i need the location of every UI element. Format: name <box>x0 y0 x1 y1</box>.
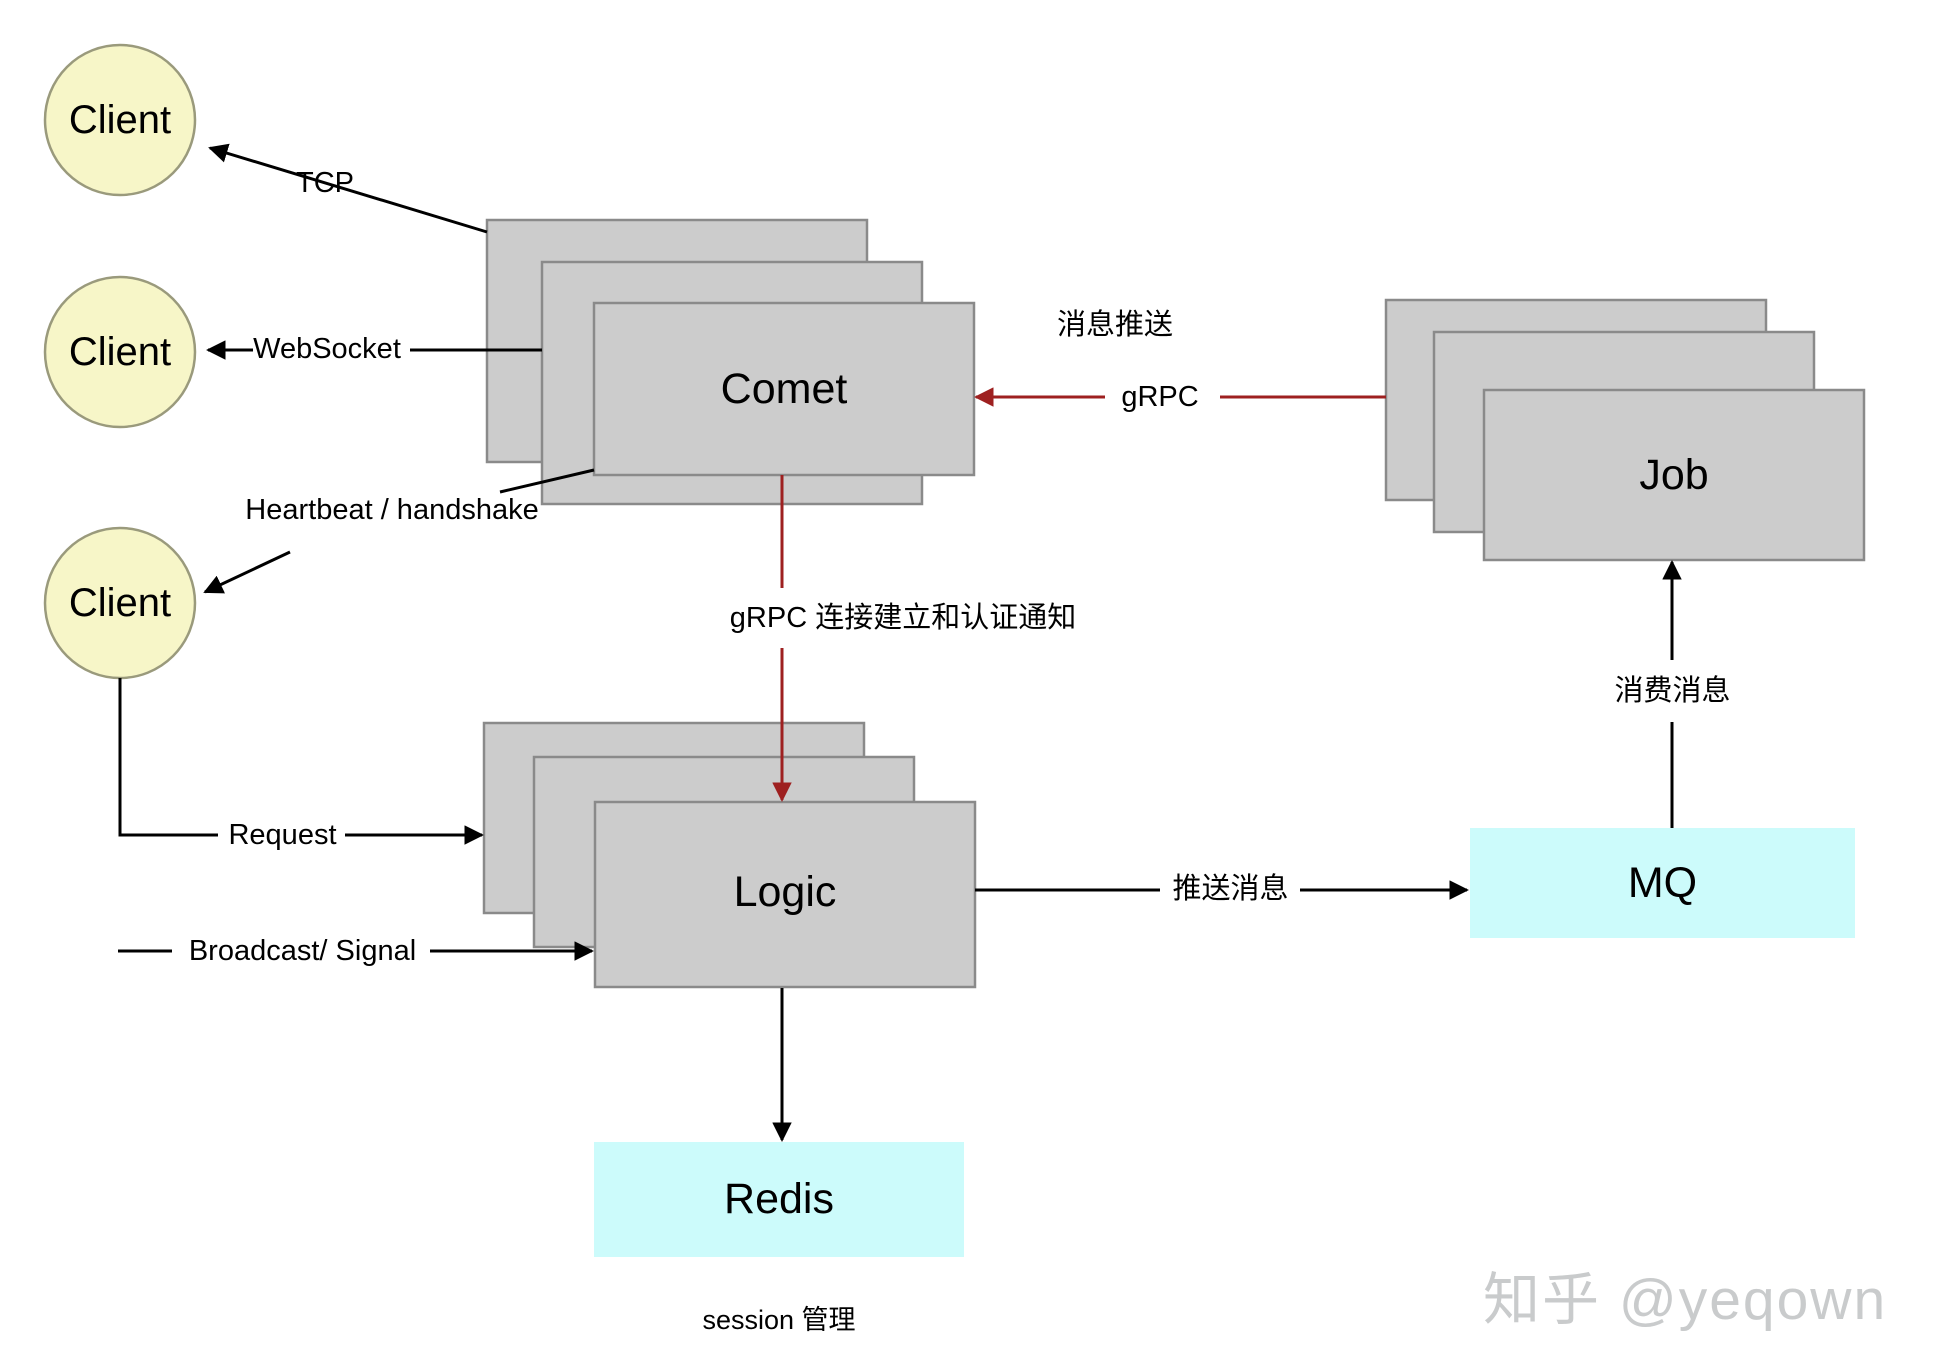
job-label: Job <box>1639 450 1709 499</box>
comet-label: Comet <box>720 364 848 413</box>
edge-label-heartbeat-handshake: Heartbeat / handshake <box>245 494 539 526</box>
logic-label: Logic <box>733 867 837 916</box>
mq-label: MQ <box>1627 858 1698 907</box>
edge-comet-to-client3-lower <box>203 550 291 594</box>
edge-label-grpc: gRPC <box>1121 381 1199 413</box>
edge-comet-to-client3-upper <box>499 468 595 494</box>
job-shape-mid <box>1432 330 1816 534</box>
logic-shape-mid <box>532 755 916 949</box>
edge-label-broadcast-signal: Broadcast/ Signal <box>188 935 417 967</box>
redis-label: Redis <box>724 1174 834 1223</box>
edge-label-websocket: WebSocket <box>253 333 401 365</box>
watermark: 知乎 @yeqown <box>1483 1268 1888 1332</box>
edge-client3-to-logic-elbow <box>118 678 218 837</box>
edge-label-consume-message: 消费消息 <box>1614 675 1731 707</box>
client-3-label: Client <box>68 580 172 625</box>
edge-label-request: Request <box>228 819 337 851</box>
client-1-label: Client <box>68 97 172 142</box>
comet-shape-back <box>485 218 869 464</box>
redis-caption: session 管理 <box>702 1305 856 1335</box>
edge-label-grpc-connect-auth: gRPC 连接建立和认证通知 <box>729 602 1077 634</box>
edge-label-tcp: TCP <box>296 167 354 199</box>
edge-label-push-message: 推送消息 <box>1172 873 1289 905</box>
edge-label-message-push: 消息推送 <box>1056 309 1173 341</box>
client-2-label: Client <box>68 329 172 374</box>
